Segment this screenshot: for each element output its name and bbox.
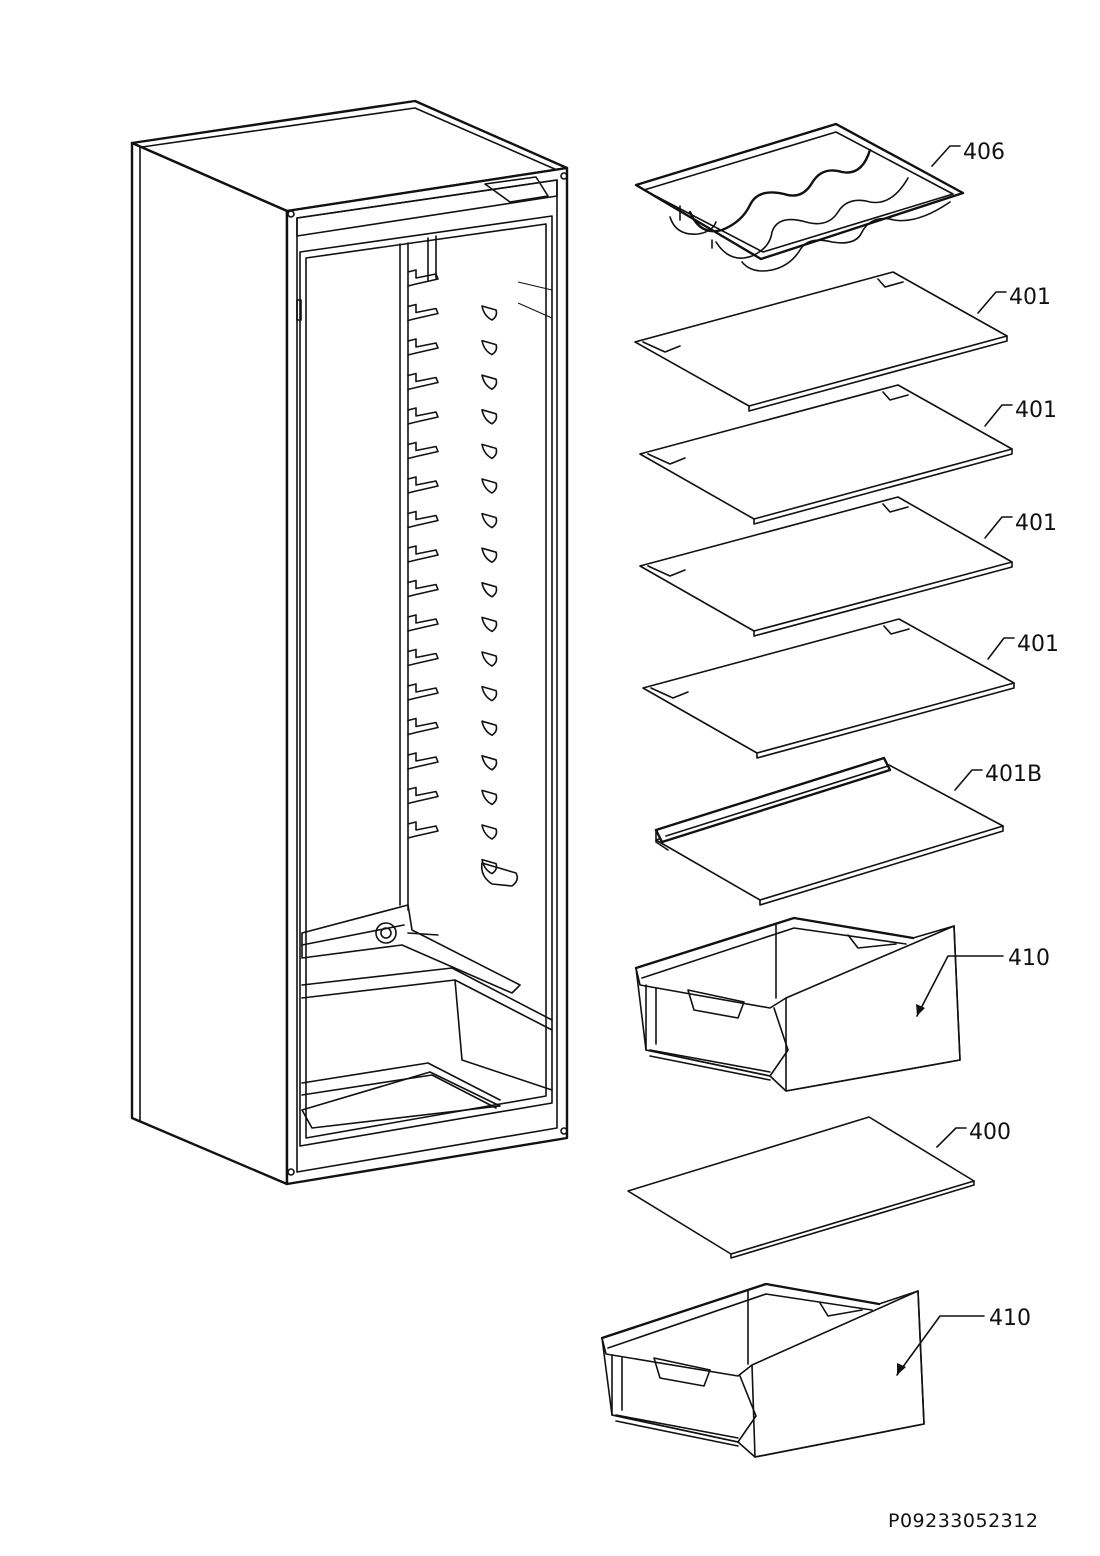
crisper-drawer-410-b bbox=[600, 1282, 925, 1458]
glass-shelf-401-a bbox=[634, 271, 1008, 412]
shelf-bump bbox=[481, 755, 498, 771]
shelf-rail bbox=[407, 683, 439, 701]
shelf-rail bbox=[407, 441, 439, 460]
shelf-bump bbox=[481, 685, 498, 702]
part-label-401: 401 bbox=[1015, 511, 1057, 536]
cabinet-body bbox=[130, 99, 569, 1186]
shelf-bump bbox=[481, 478, 498, 494]
shelf-rail bbox=[407, 476, 439, 494]
shelf-bump bbox=[481, 374, 498, 390]
shelf-rail bbox=[407, 752, 439, 770]
bottle-rack-406 bbox=[634, 122, 965, 272]
shelf-rail bbox=[407, 303, 439, 322]
shelf-bump bbox=[481, 616, 498, 633]
shelf-bump bbox=[481, 582, 498, 598]
part-label-406: 406 bbox=[963, 140, 1005, 165]
part-label-400: 400 bbox=[969, 1120, 1011, 1145]
shelf-bump bbox=[481, 824, 498, 840]
part-label-410: 410 bbox=[989, 1306, 1031, 1331]
shelf-rail bbox=[407, 407, 439, 425]
shelf-bump bbox=[481, 858, 498, 875]
shelf-rail bbox=[407, 372, 439, 391]
part-label-401: 401 bbox=[1015, 398, 1057, 423]
shelf-rail bbox=[407, 821, 439, 839]
part-label-410: 410 bbox=[1008, 946, 1050, 971]
shelf-rail bbox=[407, 269, 439, 287]
shelf-rail bbox=[407, 717, 439, 736]
shelf-bump bbox=[481, 789, 498, 806]
shelf-bump bbox=[481, 651, 498, 667]
shelf-rail bbox=[407, 338, 439, 356]
glass-shelf-401B bbox=[654, 756, 1004, 906]
part-label-401: 401 bbox=[1017, 632, 1059, 657]
crisper-drawer-410-a bbox=[634, 916, 961, 1092]
part-label-401B: 401B bbox=[985, 762, 1042, 787]
drawing-code: P09233052312 bbox=[888, 1510, 1038, 1532]
part-label-401: 401 bbox=[1009, 285, 1051, 310]
shelf-support-bumps bbox=[481, 305, 498, 875]
shelf-rail bbox=[407, 648, 439, 667]
glass-shelf-401-c bbox=[639, 496, 1013, 637]
shelf-bump bbox=[481, 339, 498, 356]
shelf-rail bbox=[407, 545, 439, 563]
shelf-bump bbox=[481, 512, 498, 529]
callout-leaders bbox=[896, 145, 1015, 1376]
shelf-rail bbox=[407, 510, 439, 529]
glass-cover-400 bbox=[627, 1116, 975, 1259]
shelf-bump bbox=[481, 547, 498, 563]
shelf-support-rails bbox=[407, 269, 439, 839]
shelf-bump bbox=[481, 720, 498, 736]
bottom-support-clip bbox=[480, 862, 519, 887]
shelf-bump bbox=[481, 409, 498, 425]
shelf-bump bbox=[481, 305, 498, 321]
shelf-rail bbox=[407, 579, 439, 598]
glass-shelf-401-b bbox=[639, 384, 1013, 525]
shelf-rail bbox=[407, 786, 439, 805]
glass-shelf-401-d bbox=[642, 618, 1015, 759]
shelf-bump bbox=[481, 443, 498, 460]
shelf-rail bbox=[407, 614, 439, 632]
